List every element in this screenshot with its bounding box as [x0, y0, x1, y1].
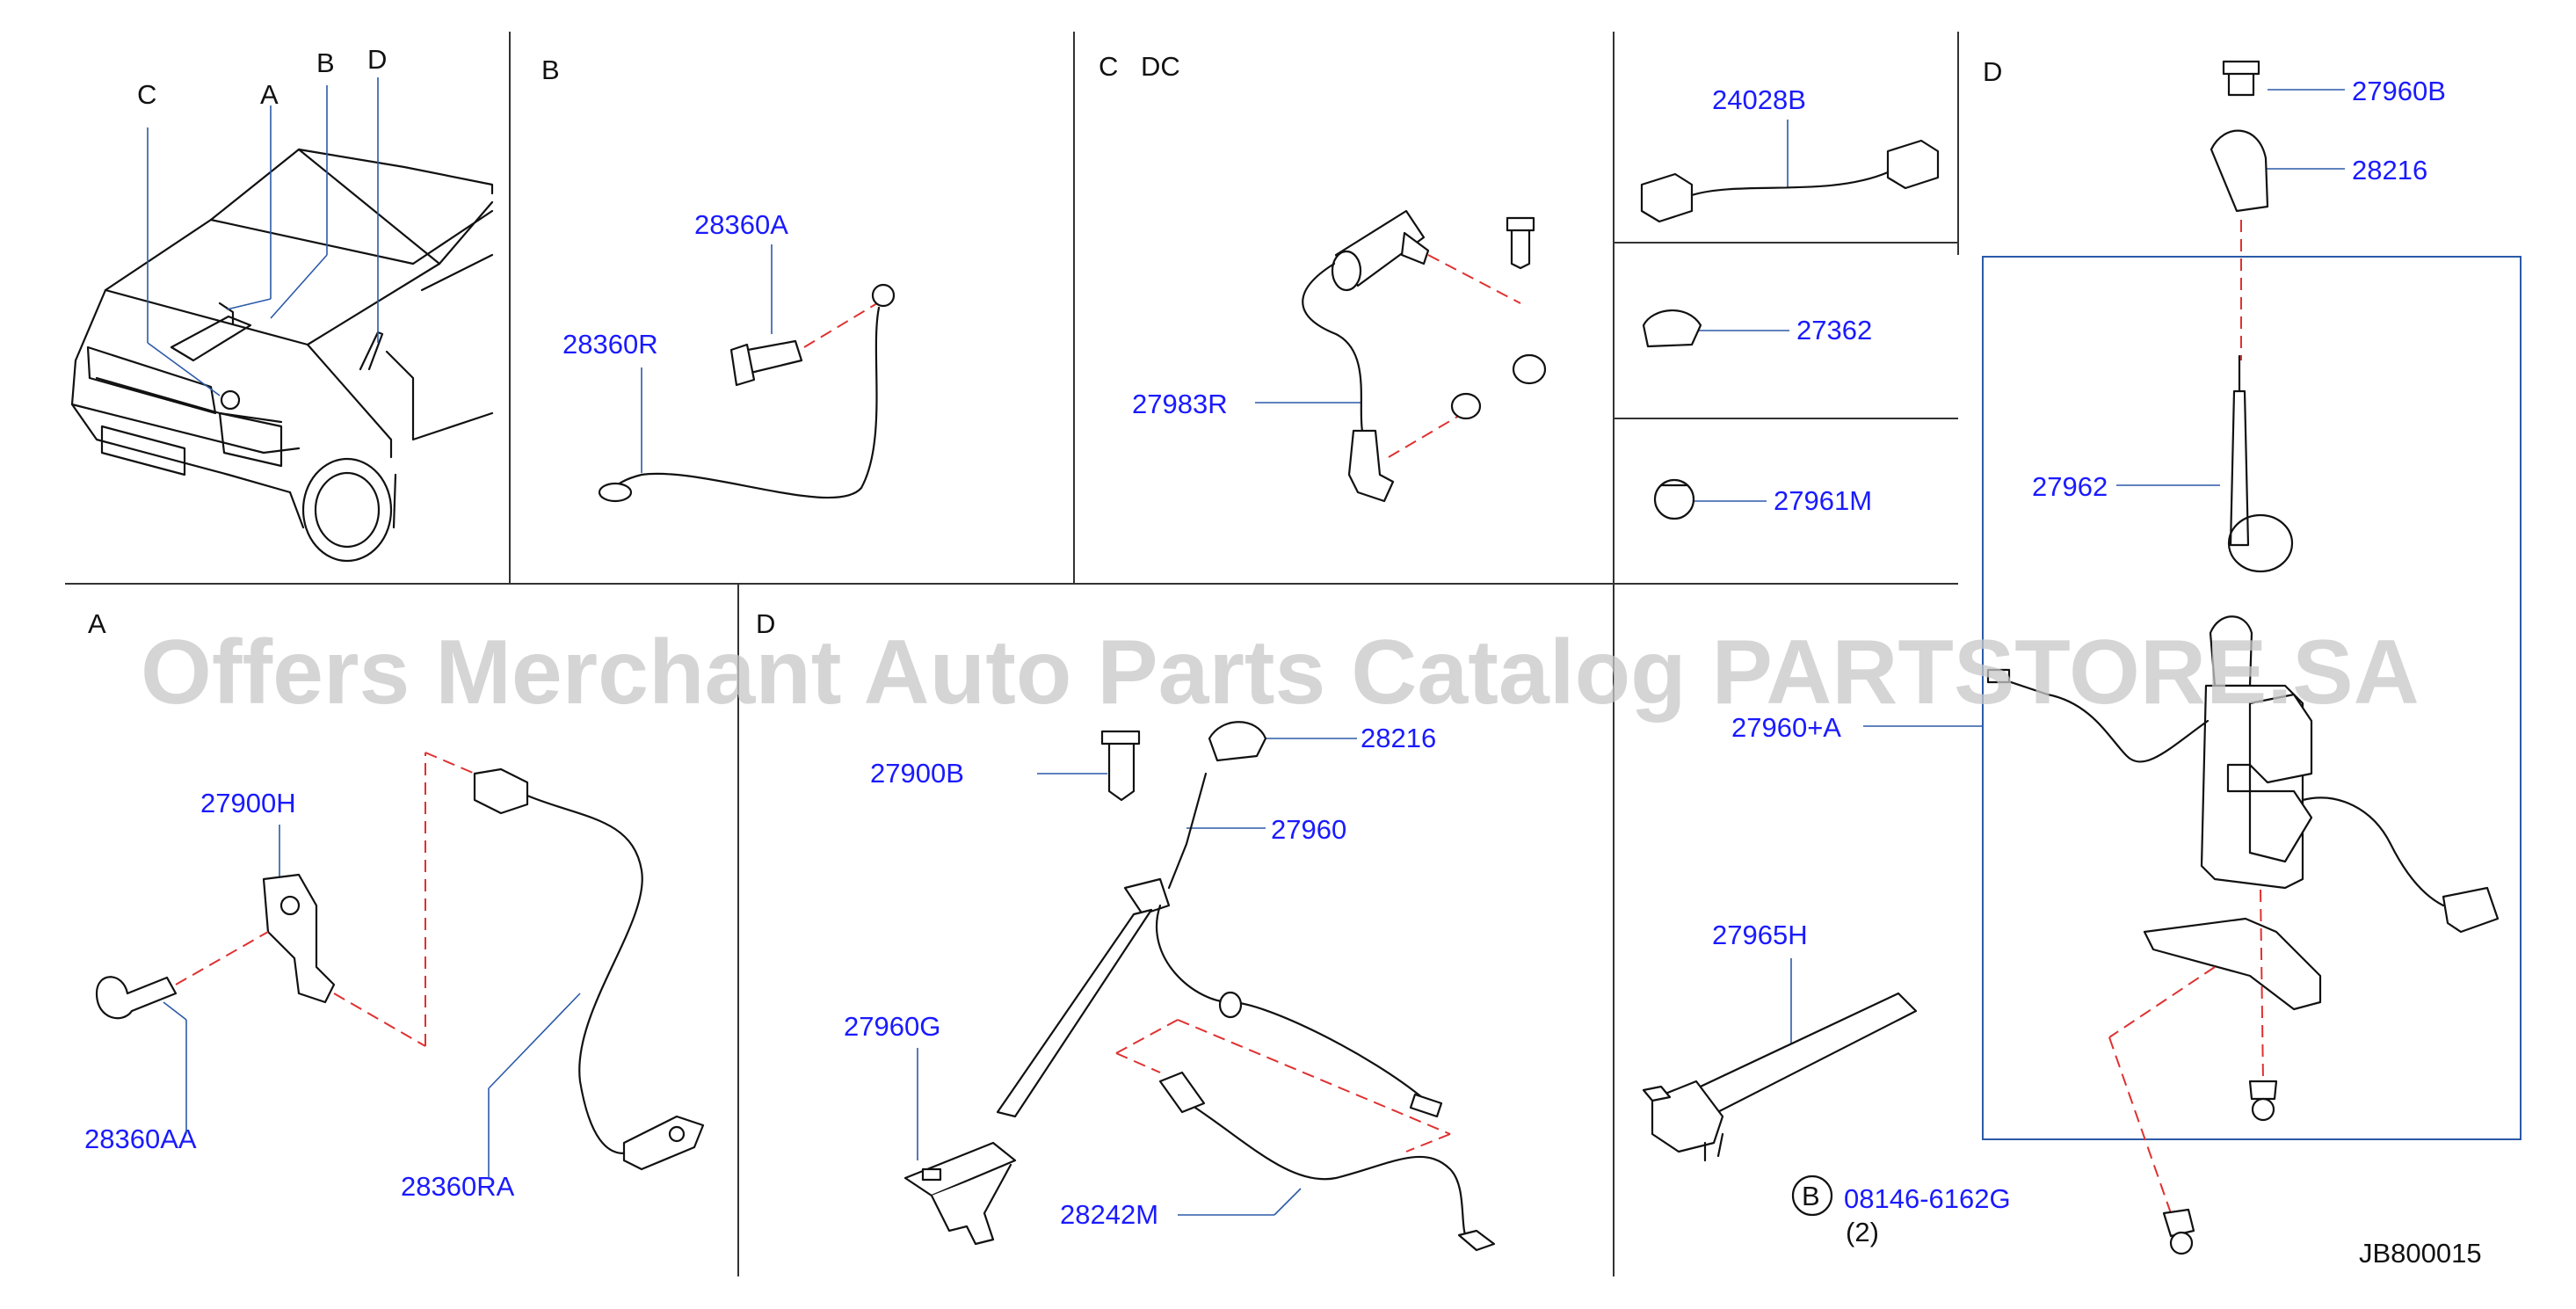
section-a: A 27900H 28360AA 28360RA	[84, 608, 705, 1202]
part-08146-qty: (2)	[1846, 1217, 1879, 1247]
part-27960A: 27960+A	[1731, 712, 1841, 743]
section-d-antenna: D 27960B 28216 27962 27960+A	[1731, 56, 2500, 1255]
part-27960: 27960	[1271, 814, 1346, 845]
section-d-top-label: D	[1983, 56, 2002, 87]
part-28216-top: 28216	[2352, 155, 2427, 185]
part-08146-6162G: 08146-6162G	[1844, 1183, 2011, 1214]
overview-label-d: D	[367, 44, 387, 75]
watermark-text: Offers Merchant Auto Parts Catalog PARTS…	[141, 622, 2420, 724]
overview-label-b: B	[316, 47, 335, 78]
section-tie-bolt: 27965H B 08146-6162G (2)	[1642, 920, 2011, 1247]
section-d-bottom: D 27900B 28216 27960 27960G 28242M	[756, 608, 1496, 1252]
part-27983R: 27983R	[1132, 389, 1228, 419]
section-dc-label: DC	[1141, 51, 1180, 82]
part-28242M: 28242M	[1060, 1199, 1158, 1230]
diagram-code: JB800015	[2359, 1238, 2482, 1269]
bolt-b-circle-label: B	[1802, 1181, 1820, 1211]
part-27900H: 27900H	[200, 788, 296, 818]
part-27960G: 27960G	[844, 1011, 940, 1042]
part-27965H: 27965H	[1712, 920, 1808, 950]
section-b-label: B	[541, 55, 560, 85]
part-28360A: 28360A	[694, 209, 788, 240]
part-27962: 27962	[2032, 471, 2108, 502]
part-28360AA: 28360AA	[84, 1124, 197, 1154]
section-c-dc: C DC 27983R	[1099, 51, 1547, 503]
part-27362: 27362	[1796, 315, 1872, 345]
part-27900B: 27900B	[870, 758, 964, 789]
overview-label-c: C	[137, 79, 156, 110]
part-27961M: 27961M	[1774, 485, 1872, 516]
part-28360R: 28360R	[562, 329, 658, 360]
section-b: B 28360A 28360R	[541, 55, 896, 503]
vehicle-overview: C A B D	[70, 44, 494, 563]
section-a-label: A	[88, 608, 106, 639]
part-28360RA: 28360RA	[401, 1171, 515, 1202]
part-27960B: 27960B	[2352, 76, 2446, 106]
section-c-label: C	[1099, 51, 1118, 82]
section-d-bottom-label: D	[756, 608, 775, 639]
section-grid	[65, 32, 2522, 1276]
section-small-parts: 24028B 27362 27961M	[1640, 84, 1940, 520]
part-28216-mid: 28216	[1361, 723, 1436, 753]
overview-label-a: A	[260, 79, 279, 110]
part-24028B: 24028B	[1712, 84, 1806, 115]
